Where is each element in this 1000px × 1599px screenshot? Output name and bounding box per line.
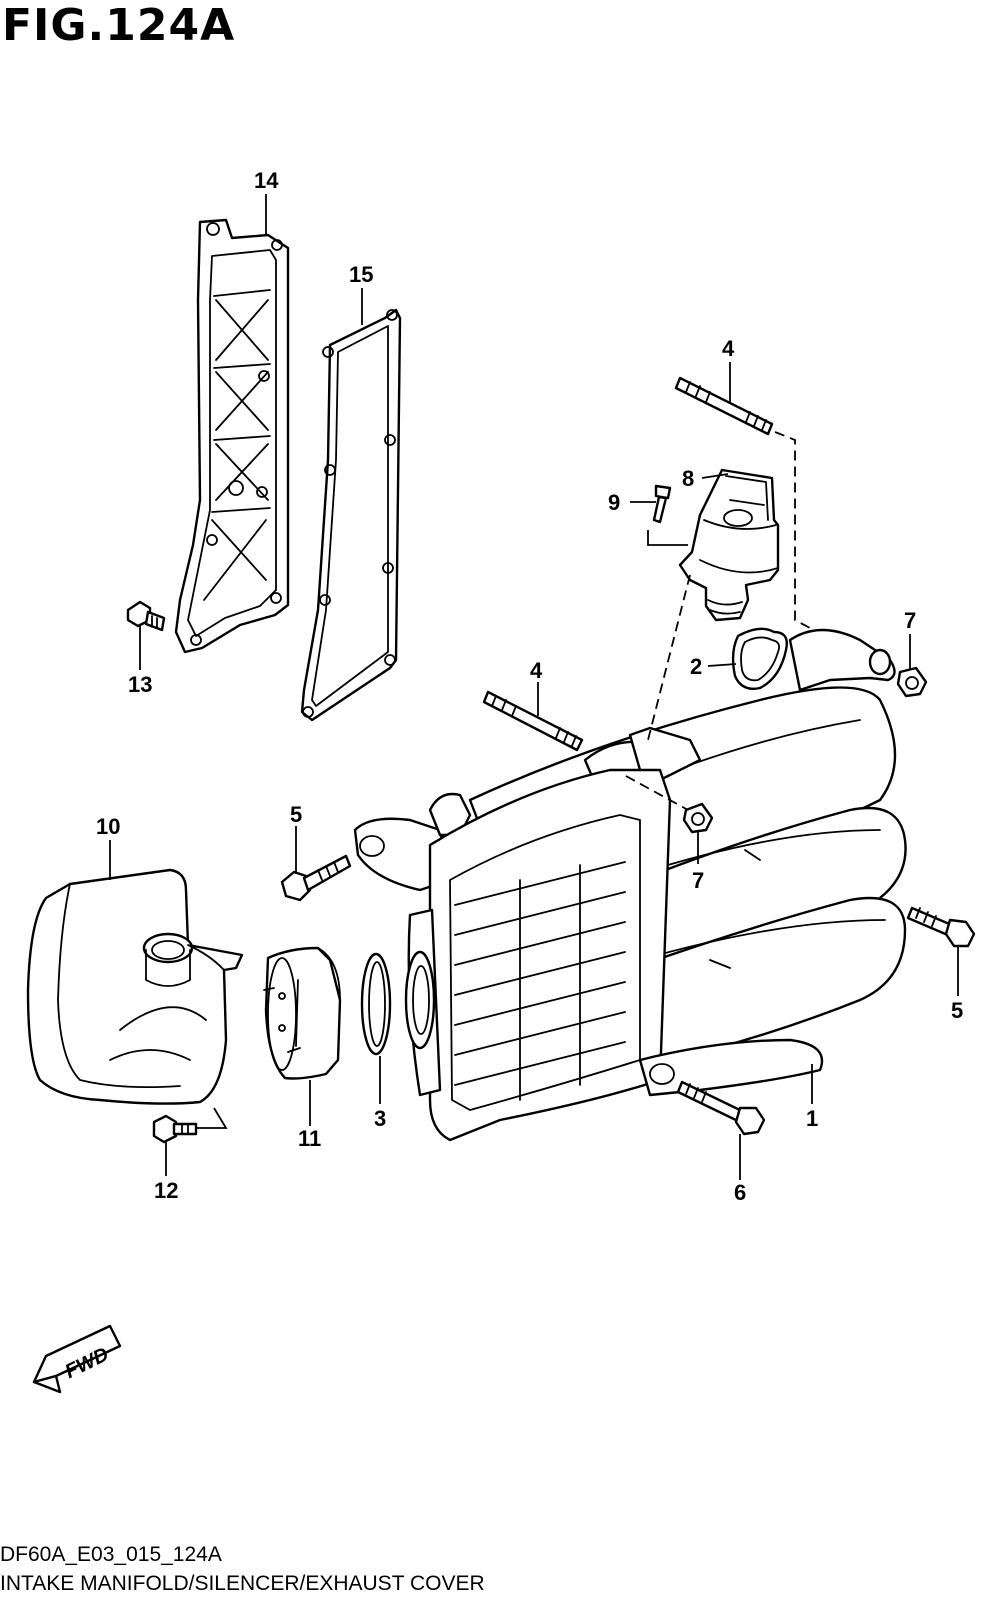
exhaust-cover-gasket-part[interactable] [300, 308, 402, 722]
callout-2: 2 [690, 654, 702, 679]
callout-5-left: 5 [290, 802, 302, 827]
callout-7-lower: 7 [692, 868, 704, 893]
bolt-15-part[interactable] [126, 600, 166, 632]
silencer-ring-11-part[interactable] [263, 946, 342, 1080]
callout-12: 12 [154, 1178, 178, 1203]
callout-3: 3 [374, 1106, 386, 1131]
callout-5-right: 5 [951, 998, 963, 1023]
callout-6: 6 [734, 1180, 746, 1205]
bolt-6-part[interactable] [676, 1080, 766, 1136]
nut-7-lower-part[interactable] [682, 802, 714, 834]
callout-4-upper: 4 [722, 336, 735, 361]
intake-manifold-part[interactable] [353, 628, 907, 1142]
stud-upper-part[interactable] [674, 376, 774, 436]
callout-14: 15 [349, 262, 373, 287]
o-ring-2-part[interactable] [731, 627, 788, 690]
callout-8: 8 [682, 466, 694, 491]
exhaust-cover-part[interactable] [174, 218, 290, 654]
screw-9-part[interactable] [652, 484, 672, 524]
callout-labels: 14 15 13 4 8 9 2 7 4 7 5 5 10 3 11 1 6 1… [96, 168, 963, 1205]
sensor-8-part[interactable] [678, 468, 780, 622]
silencer-case-10-part[interactable] [26, 868, 244, 1105]
nut-7-upper-part[interactable] [896, 666, 928, 698]
figure-caption: INTAKE MANIFOLD/SILENCER/EXHAUST COVER [0, 1572, 485, 1595]
bolt-5-left-part[interactable] [280, 854, 352, 902]
figure-code: DF60A_E03_015_124A [0, 1543, 222, 1566]
bolt-12-part[interactable] [152, 1114, 198, 1144]
figure-title: FIG.124A [2, 0, 236, 51]
leader-lines [109, 194, 959, 1180]
o-ring-3-part[interactable] [360, 952, 392, 1056]
callout-9: 9 [608, 490, 620, 515]
callout-7-upper: 7 [904, 608, 916, 633]
callout-1: 1 [806, 1106, 818, 1131]
callout-4-lower: 4 [530, 658, 543, 683]
callout-13: 14 [254, 168, 279, 193]
callout-15: 13 [128, 672, 152, 697]
stud-lower-part[interactable] [482, 690, 584, 752]
callout-11: 11 [298, 1126, 321, 1151]
fwd-arrow-icon: FWD [32, 1324, 122, 1394]
bolt-5-right-part[interactable] [906, 906, 976, 948]
callout-10: 10 [96, 814, 120, 839]
